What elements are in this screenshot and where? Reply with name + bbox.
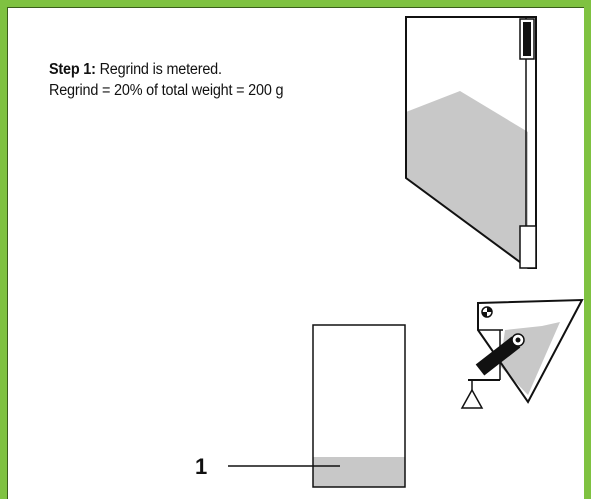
level-sensor-top-inner: [523, 22, 531, 56]
level-sensor-bottom: [519, 225, 537, 269]
callout-number: 1: [195, 454, 208, 479]
hopper: [405, 16, 537, 269]
weigh-hopper-body: [477, 298, 584, 404]
hopper-material: [406, 91, 528, 268]
regrind-layer: [313, 457, 405, 487]
step-line-1: Step 1: Regrind is metered.: [49, 59, 283, 80]
container-outline: [312, 324, 406, 488]
diagram-frame: [7, 7, 584, 499]
collection-container: [312, 324, 406, 488]
step-caption: Step 1: Regrind is metered. Regrind = 20…: [49, 59, 284, 101]
step-formula: Regrind = 20% of total weight = 200 g: [49, 82, 284, 99]
weighing-unit: [460, 298, 584, 409]
step-text: Regrind is metered.: [99, 61, 222, 78]
actuator-rod: [475, 336, 521, 376]
step-label: Step 1:: [49, 61, 96, 78]
scale-triangle-icon: [460, 388, 484, 409]
